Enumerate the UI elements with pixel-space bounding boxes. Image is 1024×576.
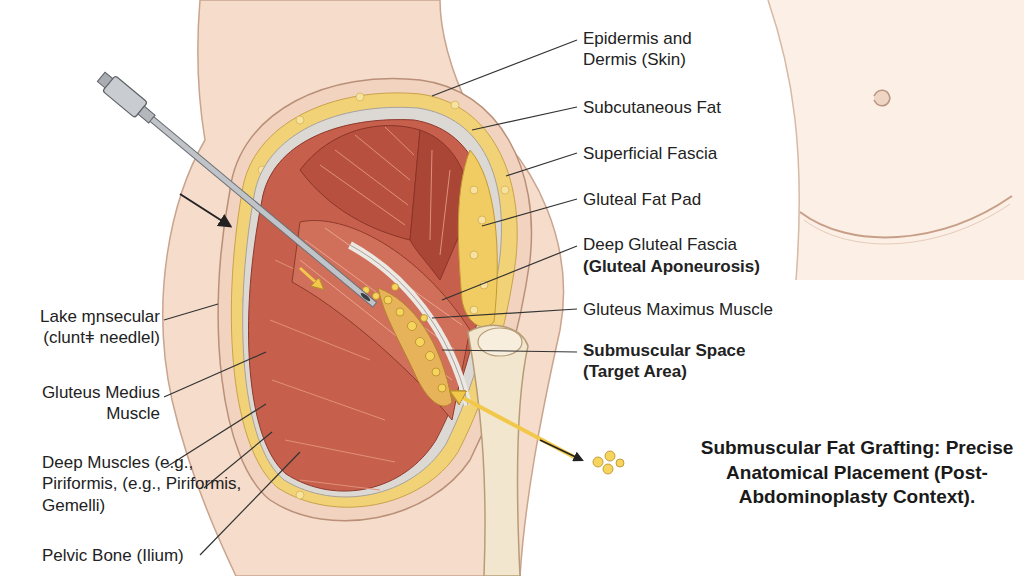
- leader-line: [442, 350, 577, 352]
- part-label: Superficial Fascia: [583, 143, 773, 164]
- fat-lobule: [470, 306, 478, 314]
- fat-lobule: [296, 491, 304, 499]
- injection-arrow: [300, 268, 322, 288]
- fat-lobule: [451, 101, 459, 109]
- part-label: Epidermis and Dermis (Skin): [583, 28, 723, 71]
- submuscular-space: [378, 288, 452, 406]
- striation: [440, 170, 450, 255]
- cannula-shaft: [150, 117, 377, 307]
- fat-droplet: [605, 451, 615, 461]
- part-label: Gluteus Maximus Muscle: [583, 299, 813, 320]
- fat-droplet: [432, 368, 440, 376]
- fat-droplet: [593, 457, 603, 467]
- fat-lobules: [242, 93, 509, 499]
- striation: [335, 150, 408, 205]
- fat-droplet: [408, 322, 417, 331]
- leader-line: [472, 107, 577, 130]
- fat-lobule: [356, 93, 364, 101]
- part-label: Deep Muscles (e.g., Piriformis, (e.g., P…: [42, 452, 257, 516]
- syringe-plunger: [97, 72, 112, 88]
- scar-shadow: [804, 204, 1010, 244]
- part-label: Gluteus Medius Muscle: [8, 382, 160, 425]
- fat-droplet: [603, 464, 613, 474]
- striation: [385, 127, 414, 155]
- part-label: Pelvic Bone (Ilium): [42, 545, 242, 566]
- fat-lobule: [478, 216, 486, 224]
- fat-droplet: [616, 459, 624, 467]
- leader-line: [506, 153, 577, 176]
- fat-droplet: [426, 352, 435, 361]
- fat-droplet: [396, 308, 404, 316]
- navel: [874, 90, 890, 106]
- pelvic-bone: [468, 325, 528, 576]
- fat-droplet: [384, 296, 392, 304]
- gluteus-medius-muscle: [249, 120, 490, 491]
- fat-droplet: [373, 293, 380, 300]
- fat-graft-droplets: [363, 284, 447, 393]
- part-label: Subcutaneous Fat: [583, 97, 773, 118]
- abdomen-skin: [768, 0, 1024, 280]
- gluteal-fat-pad: [458, 150, 497, 327]
- striation: [270, 320, 370, 360]
- bone-head: [478, 328, 522, 356]
- striation: [430, 150, 432, 240]
- leader-line: [432, 309, 577, 318]
- harvested-fat-droplets: [593, 451, 624, 474]
- abdomen-contour: [768, 0, 799, 280]
- fat-droplet: [416, 338, 425, 347]
- outflow-arrow: [540, 440, 582, 460]
- blunt-cannula: [95, 69, 381, 312]
- striation: [300, 480, 380, 490]
- leader-line: [200, 452, 300, 555]
- leader-line: [164, 304, 218, 320]
- fat-lobule: [470, 186, 478, 194]
- striation: [320, 165, 405, 225]
- leader-line: [442, 246, 577, 300]
- fat-lobule: [501, 186, 509, 194]
- leader-line: [482, 199, 577, 226]
- insertion-arrow: [180, 194, 230, 226]
- fat-lobule: [470, 251, 478, 259]
- fat-droplet: [438, 384, 446, 392]
- fascia-edge: [350, 245, 468, 405]
- leader-line: [164, 352, 266, 397]
- part-label: Submuscular Space (Target Area): [583, 340, 783, 383]
- part-label: (Gluteal Aponeurosis): [583, 256, 803, 277]
- part-label: Gluteal Fat Pad: [583, 189, 773, 210]
- leader-line: [432, 40, 577, 96]
- striation: [272, 380, 385, 420]
- part-label: Deep Gluteal Fascia: [583, 234, 783, 255]
- striation: [355, 135, 410, 180]
- striation: [285, 440, 395, 462]
- abdominoplasty-scar: [800, 196, 1012, 237]
- fat-droplet: [421, 315, 428, 322]
- deep-gluteal-fascia: [350, 245, 468, 405]
- fat-lobule: [296, 116, 304, 124]
- fat-pad-lobules: [470, 186, 488, 314]
- figure-title: Submuscular Fat Grafting: Precise Anatom…: [698, 436, 1016, 510]
- cannula-port: [360, 292, 372, 303]
- part-label: Lake ɱnsecular (cluntǂ needlel): [8, 306, 160, 349]
- gluteus-maximus-muscle: [292, 220, 470, 420]
- fat-droplet: [392, 284, 399, 291]
